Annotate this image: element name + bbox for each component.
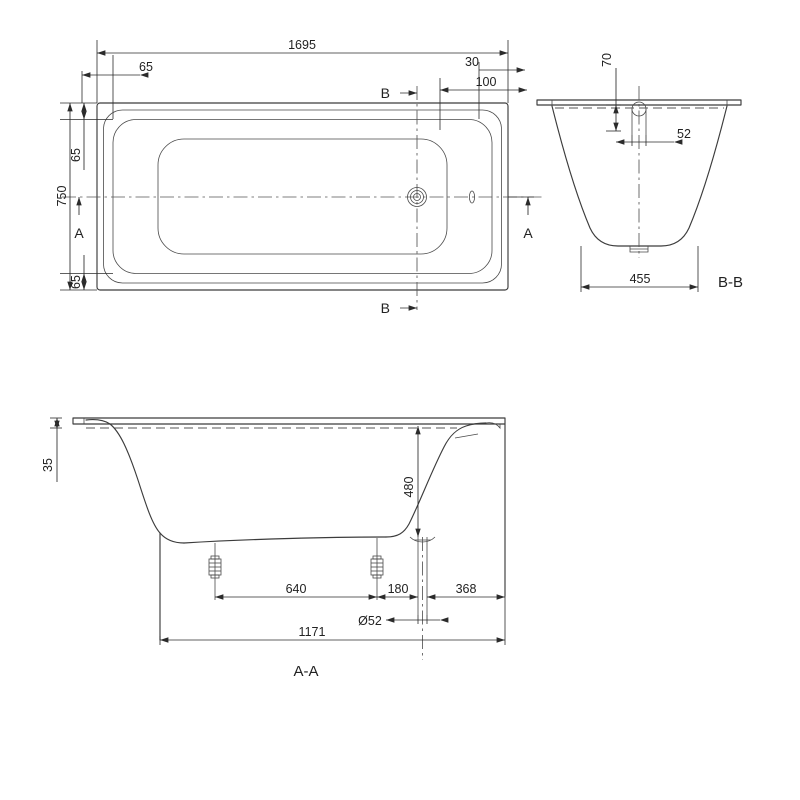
dim-label-750: 750 xyxy=(55,186,69,207)
aa-leg-2 xyxy=(370,538,384,600)
aa-right-rim-hook xyxy=(485,422,501,430)
dim-label-65-left: 65 xyxy=(139,60,153,74)
plan-outer-rim xyxy=(96,102,509,291)
bb-dim-label-52: 52 xyxy=(677,127,691,141)
aa-right-rim-tick xyxy=(454,433,479,439)
aa-dim-label-180: 180 xyxy=(388,582,409,596)
bb-dim-label-70: 70 xyxy=(600,53,614,67)
bb-view-label: B-B xyxy=(718,274,743,291)
aa-right-bowl-profile xyxy=(385,422,487,538)
plan-ledge-edge xyxy=(112,119,493,274)
dim-label-65-bottom: 65 xyxy=(69,275,83,289)
section-b-top-label: B xyxy=(381,85,390,101)
section-a-right-label: A xyxy=(523,225,533,241)
dim-label-65-top: 65 xyxy=(69,148,83,162)
aa-dim-label-35: 35 xyxy=(41,458,55,472)
bb-dim-label-455: 455 xyxy=(630,272,651,286)
section-b-bottom-label: B xyxy=(381,300,390,316)
section-bb-view: 70 52 455 B-B xyxy=(536,53,743,292)
aa-view-label: A-A xyxy=(293,663,318,680)
aa-dim-label-1171: 1171 xyxy=(299,625,326,639)
aa-dim-label-640: 640 xyxy=(286,582,307,596)
plan-waste-inner-circle xyxy=(413,193,421,201)
section-aa-view: 35 480 640 180 368 Ø52 1171 A-A xyxy=(41,417,506,680)
plan-waste-mid-circle xyxy=(410,190,424,204)
bb-rim-plate xyxy=(536,99,742,106)
plan-view: 1695 65 30 100 750 65 65 A A B xyxy=(55,38,545,316)
aa-dim-label-368: 368 xyxy=(456,582,477,596)
aa-leg-2-foot xyxy=(372,574,382,579)
section-a-left-label: A xyxy=(74,225,84,241)
plan-bowl-opening xyxy=(157,138,448,255)
aa-leg-1 xyxy=(208,543,222,600)
aa-rim-plate xyxy=(72,417,506,425)
dim-label-1695: 1695 xyxy=(288,38,316,52)
plan-rim-inner-edge xyxy=(103,109,502,284)
aa-bowl-floor xyxy=(183,536,387,544)
aa-left-bowl-profile xyxy=(85,419,185,544)
aa-leg-1-cap xyxy=(210,555,220,560)
plan-overflow-slot xyxy=(468,190,475,204)
dim-label-100: 100 xyxy=(476,75,497,89)
aa-dim-label-480: 480 xyxy=(402,477,416,498)
aa-dim-label-dia52: Ø52 xyxy=(358,614,382,628)
aa-leg-1-foot xyxy=(210,574,220,579)
bb-bowl-profile xyxy=(551,105,728,247)
dim-label-30: 30 xyxy=(465,55,479,69)
plan-waste-outer-circle xyxy=(407,187,427,207)
aa-leg-2-cap xyxy=(372,555,382,560)
